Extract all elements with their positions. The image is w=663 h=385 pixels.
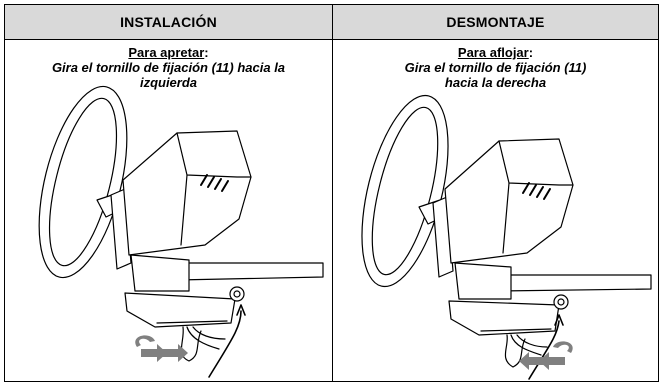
caption-title: Para apretar [128, 45, 205, 60]
rotation-arrow-icon [135, 335, 188, 362]
header-removal: DESMONTAJE [446, 14, 545, 30]
caption-title: Para aflojar [457, 45, 529, 60]
caption-line-1: Gira el tornillo de fijación (11) [404, 60, 587, 75]
caption-loosen: Para aflojar: Gira el tornillo de fijaci… [333, 45, 658, 90]
header-row [5, 5, 658, 40]
racing-wheel-illustration [361, 94, 652, 380]
caption-tighten: Para apretar: Gira el tornillo de fijaci… [5, 45, 332, 90]
column-divider [332, 5, 333, 381]
rotation-arrow-icon [519, 341, 573, 370]
caption-line-1: Gira el tornillo de fijación (11) hacia … [51, 60, 286, 75]
caption-colon: : [528, 45, 534, 60]
caption-line-2: izquierda [139, 75, 198, 90]
installation-table: INSTALACIÓN DESMONTAJE Para apretar: Gir… [4, 4, 659, 382]
header-installation: INSTALACIÓN [120, 14, 217, 30]
racing-wheel-illustration [38, 85, 324, 378]
caption-colon: : [204, 45, 209, 60]
caption-line-2: hacia la derecha [444, 75, 547, 90]
